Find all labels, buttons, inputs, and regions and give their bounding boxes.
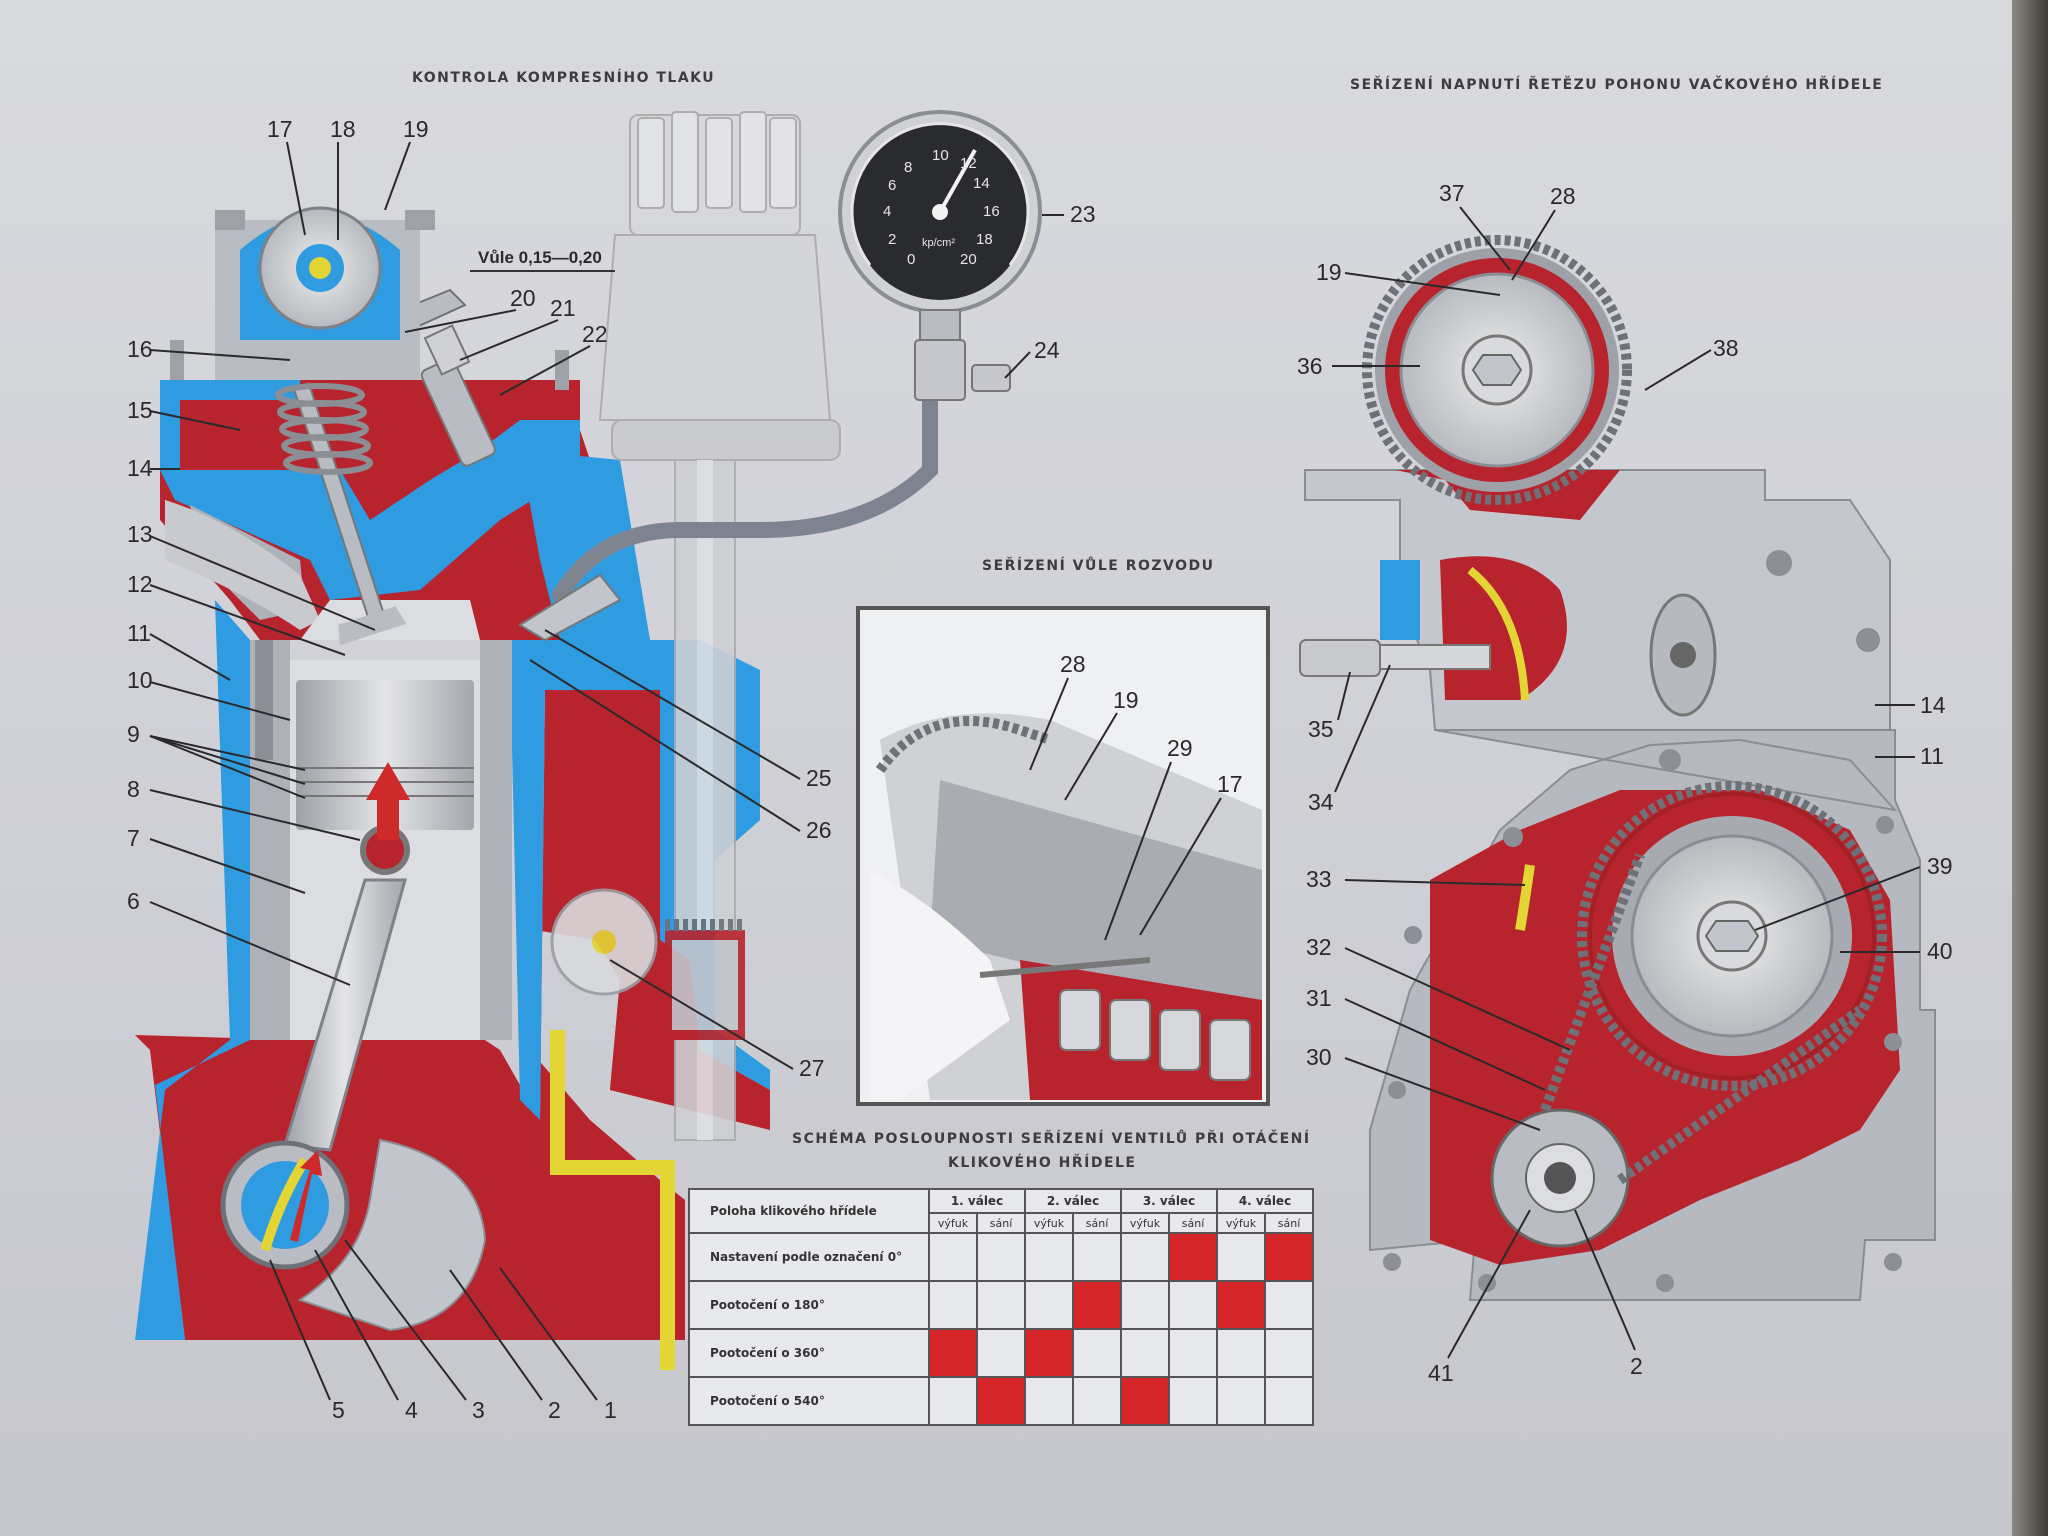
cylinder-3-header: 3. válec	[1120, 1188, 1218, 1214]
empty-cell	[1264, 1376, 1314, 1426]
compression-gauge	[838, 110, 1042, 401]
valve-sequence-table: Poloha klikového hřídele 1. válec 2. vál…	[688, 1188, 1314, 1426]
cylinder-2-header: 2. válec	[1024, 1188, 1122, 1214]
exhaust-label: výfuk	[1024, 1212, 1074, 1234]
exhaust-label: výfuk	[1120, 1212, 1170, 1234]
empty-cell	[976, 1328, 1026, 1378]
marked-cell	[1072, 1280, 1122, 1330]
empty-cell	[1024, 1280, 1074, 1330]
empty-cell	[1168, 1328, 1218, 1378]
table-row: Nastavení podle označení 0°	[688, 1232, 1314, 1282]
empty-cell	[928, 1376, 978, 1426]
marked-cell	[928, 1328, 978, 1378]
marked-cell	[1216, 1280, 1266, 1330]
empty-cell	[1264, 1328, 1314, 1378]
marked-cell	[976, 1376, 1026, 1426]
empty-cell	[1120, 1328, 1170, 1378]
exhaust-label: výfuk	[1216, 1212, 1266, 1234]
empty-cell	[1168, 1376, 1218, 1426]
title-valve-clearance: SEŘÍZENÍ VŮLE ROZVODU	[982, 558, 1215, 574]
row-label: Nastavení podle označení 0°	[688, 1232, 930, 1282]
marked-cell	[1024, 1328, 1074, 1378]
empty-cell	[1072, 1328, 1122, 1378]
valve-clearance-inset	[856, 606, 1270, 1106]
intake-label: sání	[1072, 1212, 1122, 1234]
empty-cell	[1120, 1232, 1170, 1282]
empty-cell	[976, 1232, 1026, 1282]
table-row: Pootočení o 180°	[688, 1280, 1314, 1330]
title-compression-check: KONTROLA KOMPRESNÍHO TLAKU	[412, 70, 716, 86]
empty-cell	[1072, 1376, 1122, 1426]
empty-cell	[1168, 1280, 1218, 1330]
empty-cell	[976, 1280, 1026, 1330]
marked-cell	[1120, 1376, 1170, 1426]
exhaust-label: výfuk	[928, 1212, 978, 1234]
sub-header-row: výfuk sání výfuk sání výfuk sání výfuk s…	[689, 1212, 1314, 1234]
title-valve-sequence-line2: KLIKOVÉHO HŘÍDELE	[948, 1155, 1137, 1171]
empty-cell	[1216, 1328, 1266, 1378]
empty-cell	[928, 1280, 978, 1330]
table-row: Pootočení o 540°	[688, 1376, 1314, 1426]
chain-drive-drawing	[1299, 235, 1936, 1301]
cylinder-4-header: 4. válec	[1216, 1188, 1314, 1214]
empty-cell	[1216, 1376, 1266, 1426]
intake-label: sání	[976, 1212, 1026, 1234]
marked-cell	[1168, 1232, 1218, 1282]
row-label: Pootočení o 360°	[688, 1328, 930, 1378]
empty-cell	[928, 1232, 978, 1282]
empty-cell	[1024, 1376, 1074, 1426]
cylinder-1-header: 1. válec	[928, 1188, 1026, 1214]
title-chain-tension: SEŘÍZENÍ NAPNUTÍ ŘETĚZU POHONU VAČKOVÉHO…	[1350, 77, 1884, 93]
table-row: Pootočení o 360°	[688, 1328, 1314, 1378]
empty-cell	[1024, 1232, 1074, 1282]
poster-edge-shadow	[2012, 0, 2048, 1536]
table-header-label: Poloha klikového hřídele	[688, 1188, 930, 1234]
marked-cell	[1264, 1232, 1314, 1282]
empty-cell	[1216, 1232, 1266, 1282]
row-label: Pootočení o 180°	[688, 1280, 930, 1330]
intake-label: sání	[1168, 1212, 1218, 1234]
intake-label: sání	[1264, 1212, 1314, 1234]
empty-cell	[1072, 1232, 1122, 1282]
empty-cell	[1120, 1280, 1170, 1330]
empty-cell	[1264, 1280, 1314, 1330]
row-label: Pootočení o 540°	[688, 1376, 930, 1426]
title-valve-sequence-line1: SCHÉMA POSLOUPNOSTI SEŘÍZENÍ VENTILŮ PŘI…	[792, 1131, 1311, 1147]
